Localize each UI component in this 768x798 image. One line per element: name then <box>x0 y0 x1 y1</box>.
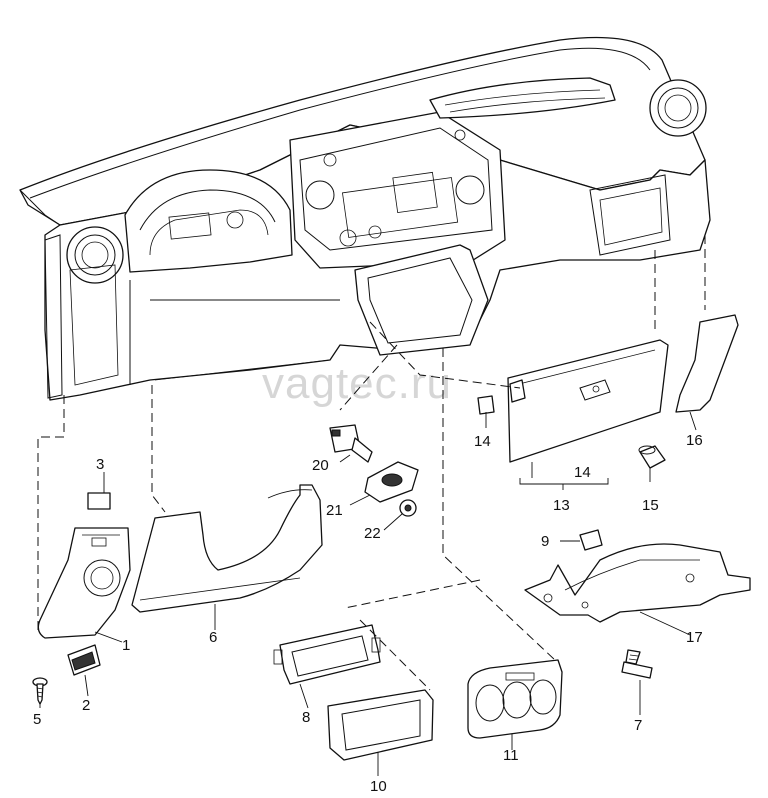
part-15-damper <box>638 445 666 469</box>
callout-6: 6 <box>209 629 217 646</box>
callout-11: 11 <box>503 747 519 764</box>
callout-22: 22 <box>364 525 381 542</box>
leader-lines <box>37 235 706 776</box>
part-22-plug <box>399 499 417 517</box>
part-10-trim-bezel <box>327 689 434 761</box>
part-14-latch <box>477 379 526 415</box>
part-20-connector <box>329 424 373 463</box>
dashboard-assembly <box>19 36 711 401</box>
part-16-right-side-trim <box>675 314 739 413</box>
callout-10: 10 <box>370 778 387 795</box>
callout-labels: 3 1 2 5 6 20 21 22 14 14 13 15 16 9 17 7… <box>33 432 703 795</box>
part-7-screw <box>621 649 653 679</box>
callout-14-latch: 14 <box>474 433 491 450</box>
callout-9: 9 <box>541 533 549 550</box>
part-9-clip <box>579 529 603 551</box>
callout-7: 7 <box>634 717 642 734</box>
part-5-screw <box>32 677 48 705</box>
part-2-switch <box>67 644 101 676</box>
part-8-radio-frame <box>273 624 381 685</box>
callout-16: 16 <box>686 432 703 449</box>
part-1-left-lower-trim <box>37 527 131 639</box>
callout-20: 20 <box>312 457 329 474</box>
callout-5: 5 <box>33 711 41 728</box>
part-21-socket-housing <box>364 461 419 503</box>
callout-8: 8 <box>302 709 310 726</box>
watermark-text: vagtec.ru <box>262 359 452 408</box>
part-11-climate-control-panel <box>467 659 563 739</box>
callout-15: 15 <box>642 497 659 514</box>
part-13-glovebox <box>507 339 669 463</box>
callout-14-bracket: 14 <box>574 464 591 481</box>
part-6-lower-trim-panel <box>131 484 323 613</box>
callout-1: 1 <box>122 637 130 654</box>
callout-13: 13 <box>553 497 570 514</box>
part-17-bracket <box>524 543 751 623</box>
callout-3: 3 <box>96 456 104 473</box>
callout-21: 21 <box>326 502 343 519</box>
part-3-clip <box>87 492 111 510</box>
callout-17: 17 <box>686 629 703 646</box>
callout-2: 2 <box>82 697 90 714</box>
